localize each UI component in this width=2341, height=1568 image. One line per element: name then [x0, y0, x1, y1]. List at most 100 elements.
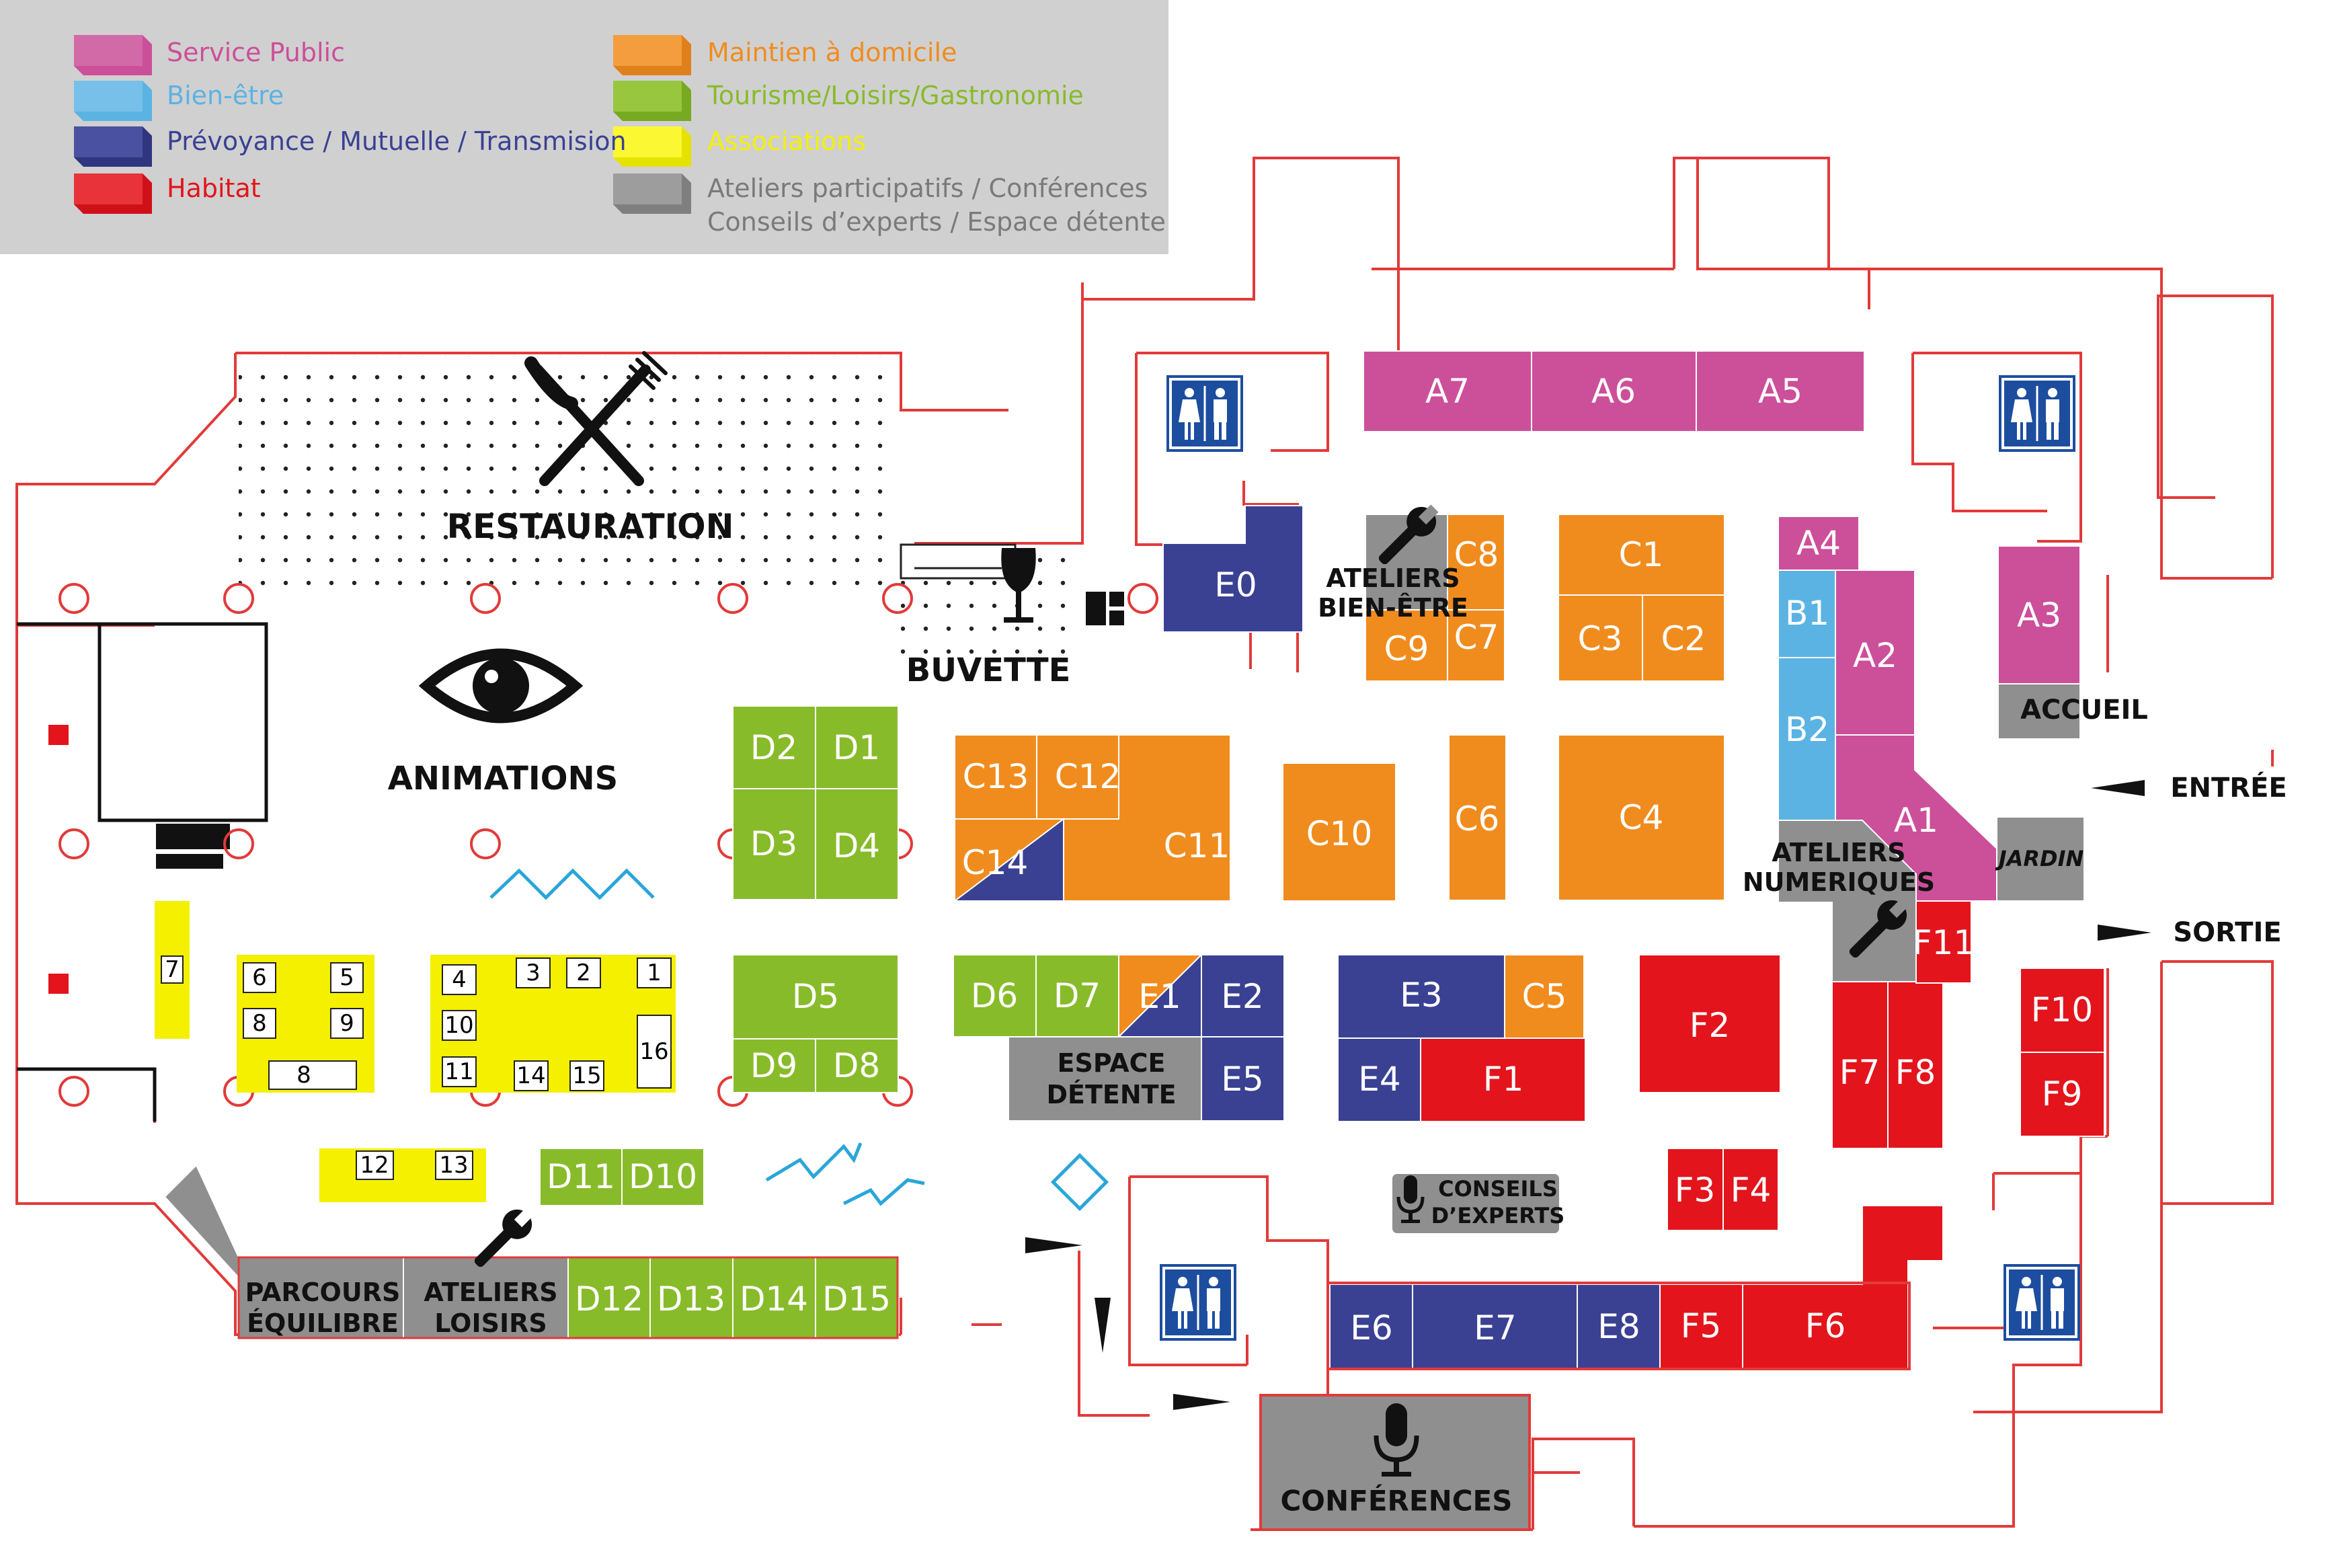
assoc-label-4: 4: [452, 966, 467, 993]
label-D9: D9: [750, 1046, 797, 1085]
stand-F1[interactable]: [1420, 1037, 1586, 1122]
flow-arrow: [1025, 1237, 1082, 1253]
stand-D8[interactable]: [815, 1038, 899, 1093]
label-E5: E5: [1221, 1060, 1263, 1099]
stand-A2[interactable]: [1835, 570, 1915, 736]
stand-D11[interactable]: [539, 1148, 623, 1206]
label-D1: D1: [833, 728, 880, 767]
assoc-label-11: 11: [444, 1058, 473, 1085]
stand-A5[interactable]: [1696, 350, 1865, 432]
legend-label-conseils: Conseils d’experts / Espace détente: [707, 207, 1166, 237]
stand-E2[interactable]: [1201, 954, 1285, 1037]
stand-E8[interactable]: [1577, 1284, 1661, 1369]
stand-labels: A7 A6 A5 A4 A3 A2 A1 B1 B2 C1 C3 C2 C4 C…: [547, 372, 2093, 1347]
stand-C3[interactable]: [1558, 594, 1643, 682]
stand-E7[interactable]: [1412, 1284, 1578, 1369]
label-D2: D2: [750, 728, 797, 767]
legend: Service Public Bien-être Prévoyance / Mu…: [0, 0, 1168, 254]
label-D11: D11: [547, 1157, 615, 1196]
parcours-label-1: PARCOURS: [245, 1278, 401, 1307]
stand-C8[interactable]: [1447, 514, 1505, 611]
legend-swatch-associations: [613, 126, 691, 167]
stand-C4[interactable]: [1558, 734, 1725, 901]
stand-E0[interactable]: [1162, 505, 1304, 633]
assoc-label-6: 6: [252, 964, 267, 991]
flow-arrow: [1173, 1394, 1230, 1410]
stand-F7[interactable]: [1831, 981, 1889, 1149]
stand-D7[interactable]: [1035, 954, 1119, 1037]
legend-swatch-ateliers: [613, 173, 691, 214]
stand-F11[interactable]: [1915, 900, 1972, 984]
label-F8: F8: [1895, 1053, 1936, 1092]
restroom-icon: [1999, 375, 2075, 452]
label-C10: C10: [1306, 814, 1373, 853]
stand-D6[interactable]: [953, 954, 1037, 1037]
legend-background: [0, 0, 1168, 254]
label-A4: A4: [1796, 524, 1841, 563]
label-F4: F4: [1731, 1171, 1772, 1210]
stand-C6[interactable]: [1448, 734, 1507, 901]
stand-F9[interactable]: [2020, 1052, 2105, 1137]
stand-A3[interactable]: [1997, 545, 2081, 684]
label-E7: E7: [1474, 1308, 1516, 1347]
label-D8: D8: [833, 1046, 880, 1085]
legend-label-maintien: Maintien à domicile: [707, 38, 957, 67]
label-E2: E2: [1221, 977, 1263, 1016]
stand-C5[interactable]: [1504, 954, 1585, 1039]
stand-F5[interactable]: [1659, 1284, 1743, 1369]
jardin-zone: [1996, 816, 2085, 902]
conseils-experts: [1391, 1173, 1560, 1234]
microphone-icon: [1374, 1403, 1419, 1477]
label-E4: E4: [1358, 1060, 1400, 1099]
eye-icon: [418, 648, 584, 723]
label-A1: A1: [1894, 801, 1938, 840]
stand-D10[interactable]: [621, 1148, 705, 1206]
assoc-label-2: 2: [576, 959, 591, 986]
ateliers-numeriques-label-2: NUMERIQUES: [1743, 867, 1935, 897]
stand-D9[interactable]: [732, 1038, 816, 1093]
stand-C7[interactable]: [1447, 609, 1505, 682]
legend-swatch-habitat: [74, 173, 152, 214]
legend-label-associations: Associations: [707, 126, 866, 156]
stand-C9[interactable]: [1365, 609, 1448, 682]
assoc-label-8b: 8: [296, 1062, 311, 1089]
stand-F8[interactable]: [1887, 981, 1944, 1149]
assoc-label-3: 3: [526, 959, 541, 986]
label-C13: C13: [963, 757, 1029, 796]
stand-E5[interactable]: [1201, 1036, 1285, 1122]
stand-F2[interactable]: [1638, 954, 1781, 1093]
label-A3: A3: [2017, 596, 2061, 635]
stand-D4[interactable]: [815, 788, 899, 900]
label-C8: C8: [1454, 535, 1499, 574]
stand-E4[interactable]: [1337, 1037, 1421, 1122]
label-D12: D12: [575, 1280, 643, 1319]
jardin-label: JARDIN: [1995, 846, 2084, 871]
ateliers-loisirs-label-1: ATELIERS: [424, 1278, 557, 1307]
label-B1: B1: [1785, 594, 1829, 633]
stand-D3[interactable]: [732, 788, 816, 900]
stands: [163, 350, 2105, 1531]
stand-C2[interactable]: [1642, 594, 1725, 682]
stand-E3[interactable]: [1337, 954, 1505, 1039]
assoc-label-7: 7: [165, 956, 180, 983]
stand-C10[interactable]: [1282, 762, 1396, 902]
restroom-icon: [1160, 1264, 1236, 1341]
stand-B2[interactable]: [1778, 657, 1836, 821]
stand-A7[interactable]: [1363, 350, 1532, 432]
stand-F4[interactable]: [1722, 1148, 1779, 1231]
stand-D1[interactable]: [815, 705, 899, 789]
stand-A4[interactable]: [1778, 516, 1860, 571]
restroom-icon: [1166, 375, 1243, 452]
legend-swatch-prevoyance: [74, 126, 152, 167]
stand-A6[interactable]: [1531, 350, 1697, 432]
restauration-label: RESTAURATION: [446, 507, 733, 546]
label-F5: F5: [1681, 1306, 1722, 1345]
assoc-label-5: 5: [340, 964, 354, 991]
stand-D5[interactable]: [732, 954, 899, 1040]
stand-B1[interactable]: [1778, 570, 1836, 658]
accueil-label: ACCUEIL: [2020, 695, 2148, 726]
stand-F10[interactable]: [2020, 968, 2105, 1053]
stand-C12[interactable]: [1036, 734, 1119, 820]
legend-swatch-bien-etre: [74, 81, 152, 121]
legend-swatch-maintien: [613, 35, 691, 75]
